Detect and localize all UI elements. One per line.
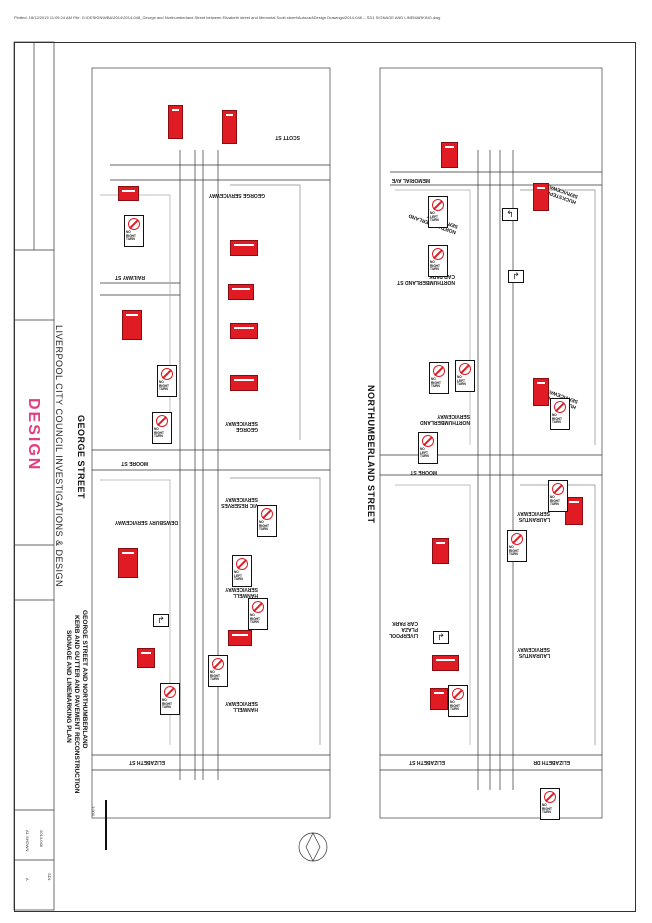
liverpool-plaza-label: LIVERPOOL PLAZA CAR PARK xyxy=(389,620,418,638)
memorial-ave-label: MEMORIAL AVE xyxy=(391,177,430,183)
railway-st-label: RAILWAY ST xyxy=(114,274,145,280)
project-title-line-3: SIGNAGE AND LINEMARKING PLAN xyxy=(65,630,72,743)
project-title-line-1: GEORGE STREET AND NORTHUMBERLAND xyxy=(81,610,88,749)
scale-label: 1:500 xyxy=(91,806,96,817)
red-sign xyxy=(222,110,237,144)
design-stamp: DESIGN xyxy=(25,398,42,472)
george-street-title: GEORGE STREET xyxy=(76,415,86,500)
arrow-sign-icon: ↱ xyxy=(153,614,169,627)
red-sign xyxy=(432,655,459,671)
drawing-frame xyxy=(14,42,636,912)
red-sign xyxy=(533,183,549,211)
red-sign xyxy=(228,630,252,646)
red-sign xyxy=(533,378,549,406)
red-sign xyxy=(118,186,139,201)
sheet-number: SD1 xyxy=(47,873,52,881)
elizabeth-dr-label: ELIZABETH DR xyxy=(533,759,570,765)
vic-reserves-label: VIC RESERVES SERVICEWAY xyxy=(221,496,258,508)
red-sign xyxy=(230,375,258,391)
red-sign xyxy=(565,497,583,525)
project-title-line-2: KERB AND GUTTER AND PAVEMENT RECONSTRUCT… xyxy=(73,615,80,794)
red-sign xyxy=(168,105,183,139)
drawing-number: 2014-048 xyxy=(39,830,44,847)
elizabeth-st-label-left: ELIZABETH ST xyxy=(129,759,165,765)
red-sign xyxy=(228,284,254,300)
moore-st-label-left: MOORE ST xyxy=(121,460,148,466)
plot-header: Plotted: 18/12/2015 11:05:24 AM File: G:… xyxy=(14,15,441,20)
amendment: A xyxy=(25,878,30,881)
red-sign xyxy=(441,142,458,168)
arrow-sign-icon: ↰ xyxy=(502,208,518,221)
elizabeth-st-label-right: ELIZABETH ST xyxy=(409,759,445,765)
organisation-name: LIVERPOOL CITY COUNCIL INVESTIGATIONS & … xyxy=(54,325,64,588)
red-sign xyxy=(432,538,449,564)
arrow-sign-icon: ↱ xyxy=(508,270,524,283)
red-sign xyxy=(137,648,155,668)
red-sign xyxy=(430,688,448,710)
laurantus-serviceway-label-1: LAURANTUS SERVICEWAY xyxy=(517,510,550,522)
red-sign xyxy=(230,240,258,256)
scott-st-label: SCOTT ST xyxy=(275,134,300,140)
hanwell-serviceway-label-2: HANWELL SERVICEWAY xyxy=(225,700,258,712)
northumberland-street-title: NORTHUMBERLAND STREET xyxy=(366,385,376,524)
dewsbury-serviceway-label: DEWSBURY SERVICEWAY xyxy=(114,519,178,525)
hanwell-serviceway-label-1: HANWELL SERVICEWAY xyxy=(225,586,258,598)
george-serviceway-mid-label: GEORGE SERVICEWAY xyxy=(225,420,258,432)
red-sign xyxy=(230,323,258,339)
arrow-sign-icon: ↱ xyxy=(433,631,449,644)
moore-st-label-right: MOORE ST xyxy=(410,469,437,475)
george-serviceway-top-label: GEORGE SERVICEWAY xyxy=(208,192,265,198)
red-sign xyxy=(118,548,138,578)
sheet-size: A1 SHOWN xyxy=(25,830,30,852)
laurantus-serviceway-label-2: LAURANTUS SERVICEWAY xyxy=(517,646,550,658)
northumberland-serviceway-label-2: NORTHUMBERLAND SERVICEWAY xyxy=(420,413,470,425)
red-sign xyxy=(122,310,142,340)
